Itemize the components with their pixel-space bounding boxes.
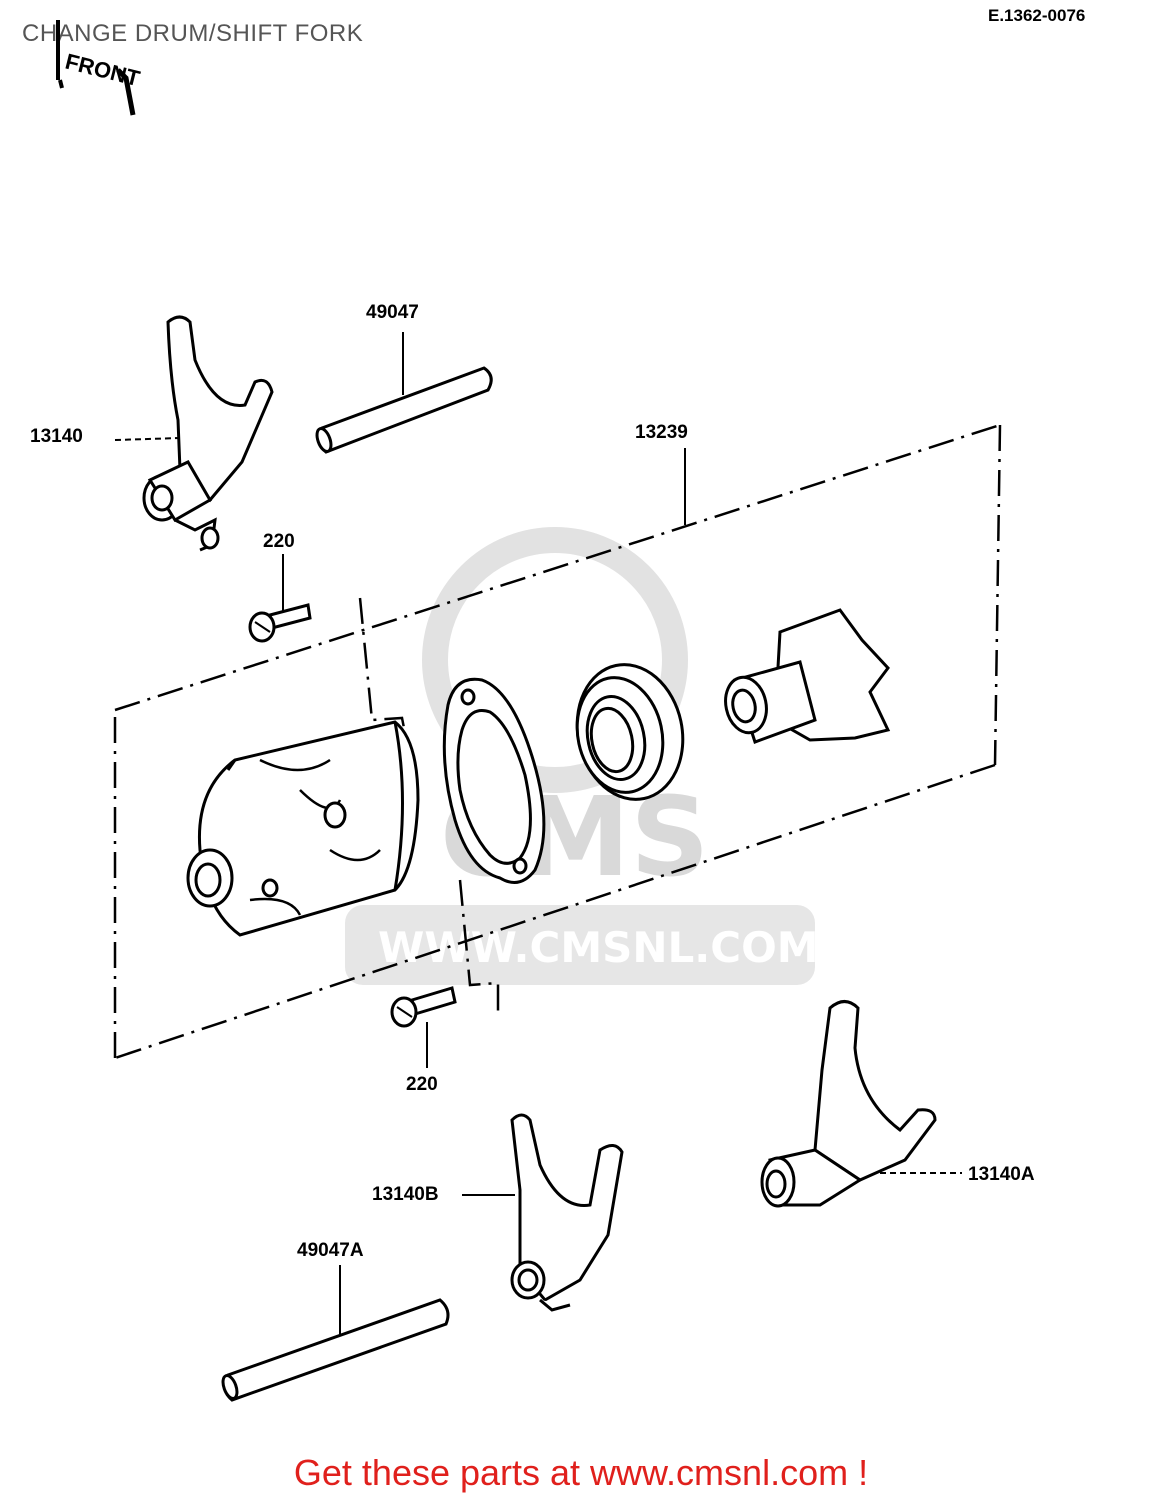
footer-promo-link[interactable]: Get these parts at www.cmsnl.com !	[293, 1452, 869, 1493]
drum-pin-holder	[724, 608, 891, 744]
front-marker-label: FRONT	[63, 49, 143, 92]
callout-220-lower: 220	[406, 1074, 438, 1095]
shift-rod-49047A	[221, 1298, 450, 1402]
gasket-plate	[442, 677, 546, 884]
watermark-ring	[422, 527, 688, 793]
diagram-ref-code: E.1362-0076	[988, 6, 1086, 25]
shift-fork-13140	[142, 315, 274, 552]
change-drum	[186, 720, 420, 937]
watermark: CMS WWW.CMSNL.COM	[345, 527, 819, 985]
leader-lines	[114, 332, 962, 1340]
page-title: CHANGE DRUM/SHIFT FORK	[22, 20, 364, 47]
ball-bearing	[575, 663, 685, 801]
callout-13140: 13140	[30, 426, 83, 447]
shift-fork-13140A	[760, 1000, 937, 1208]
watermark-banner	[345, 905, 815, 985]
watermark-url: WWW.CMSNL.COM	[378, 923, 819, 972]
callout-13239: 13239	[635, 422, 688, 443]
callout-13140A: 13140A	[968, 1164, 1035, 1185]
front-direction-marker: FRONT	[56, 20, 143, 116]
callout-13140B: 13140B	[372, 1184, 439, 1205]
change-drum-assembly-outline	[113, 423, 1002, 1060]
callout-49047: 49047	[366, 302, 419, 323]
shift-rod-49047	[315, 366, 493, 454]
callout-220-upper: 220	[263, 531, 295, 552]
shift-fork-13140B	[510, 1113, 624, 1312]
screw-220-lower	[390, 986, 457, 1028]
leader-13140	[114, 437, 181, 441]
callout-49047A: 49047A	[297, 1240, 364, 1261]
screw-220-upper	[248, 603, 312, 643]
